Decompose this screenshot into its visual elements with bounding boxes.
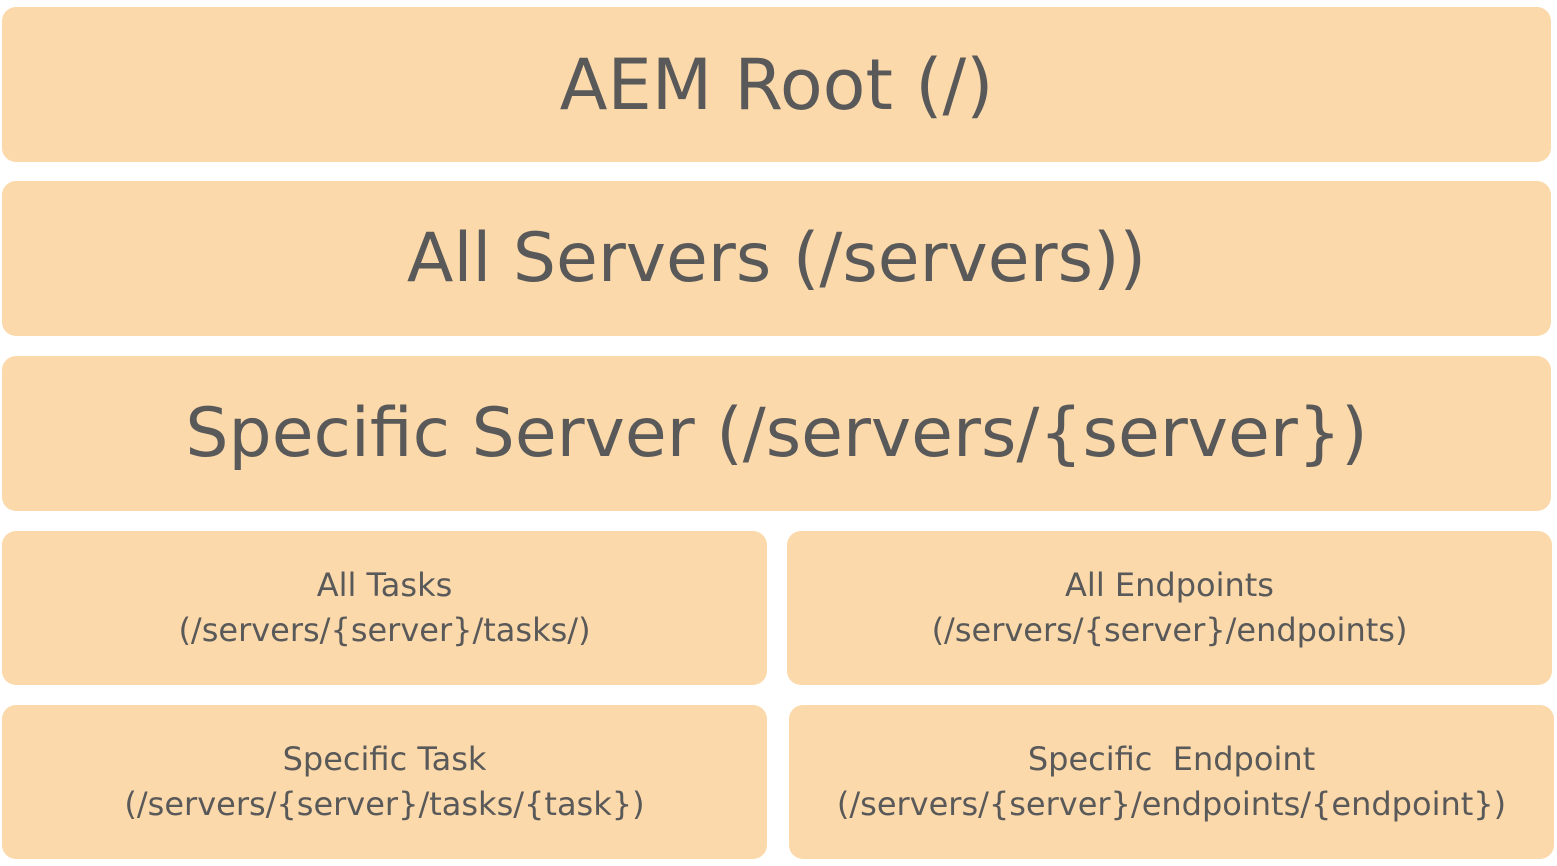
specific-server-box: Specific Server (/servers/{server}) [2, 356, 1551, 511]
aem-root-box: AEM Root (/) [2, 7, 1551, 162]
all-endpoints-name: All Endpoints [1065, 566, 1274, 604]
specific-task-name: Specific Task [282, 740, 487, 778]
all-tasks-name: All Tasks [316, 566, 453, 604]
all-servers-label: All Servers (/servers)) [406, 219, 1147, 298]
all-tasks-box: All Tasks (/servers/{server}/tasks/) [2, 531, 767, 685]
aem-root-label: AEM Root (/) [559, 43, 994, 126]
specific-server-label: Specific Server (/servers/{server}) [185, 394, 1368, 473]
all-tasks-path: (/servers/{server}/tasks/) [178, 611, 591, 649]
all-servers-box: All Servers (/servers)) [2, 181, 1551, 336]
all-endpoints-path: (/servers/{server}/endpoints) [931, 611, 1408, 649]
specific-endpoint-path: (/servers/{server}/endpoints/{endpoint}) [836, 785, 1507, 823]
all-endpoints-box: All Endpoints (/servers/{server}/endpoin… [787, 531, 1552, 685]
specific-endpoint-name: Specific Endpoint [1027, 740, 1316, 778]
specific-endpoint-box: Specific Endpoint (/servers/{server}/end… [789, 705, 1554, 859]
specific-task-box: Specific Task (/servers/{server}/tasks/{… [2, 705, 767, 859]
specific-task-path: (/servers/{server}/tasks/{task}) [124, 785, 645, 823]
